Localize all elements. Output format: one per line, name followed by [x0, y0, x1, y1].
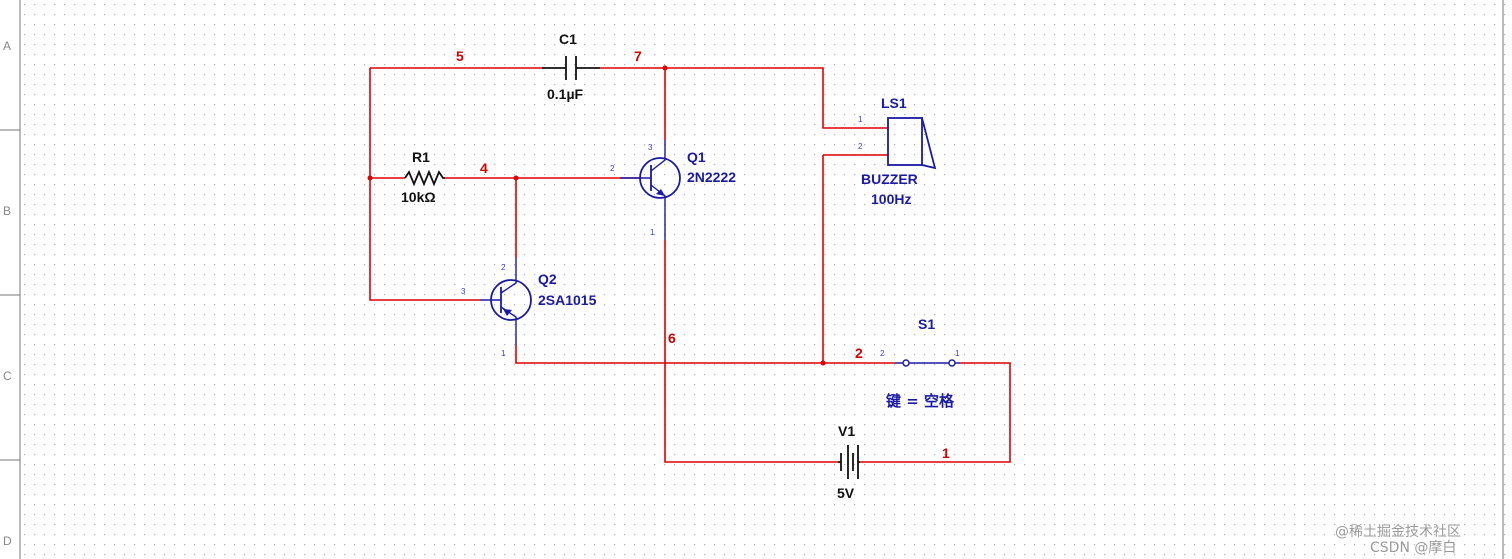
resistor-symbol [404, 169, 445, 187]
emitter-arrow [656, 189, 665, 196]
s1-ref: S1 [918, 316, 935, 332]
transistor-q2[interactable]: 3 2 1 Q2 2SA1015 [461, 258, 597, 358]
net-label-7: 7 [634, 48, 642, 64]
wires [367, 65, 1011, 463]
watermark-csdn: CSDN @摩白 [1370, 539, 1456, 556]
battery-symbol [838, 445, 860, 479]
watermark-juejin: @稀土掘金技术社区 [1335, 524, 1461, 540]
wire-net-2 [515, 154, 895, 364]
q1-ref: Q1 [687, 149, 706, 165]
transistor-q1[interactable]: 2 3 1 Q1 2N2222 [610, 140, 736, 240]
buzzer-body [887, 117, 923, 166]
capacitor-c1[interactable]: C1 0.1µF [542, 31, 600, 102]
grid-background [20, 0, 1512, 559]
row-label-b: B [3, 204, 11, 218]
row-label-d: D [3, 534, 12, 548]
wire-net-5 [369, 67, 542, 301]
q1-pin-c: 3 [648, 143, 653, 152]
junction-dot [513, 175, 519, 181]
q1-value: 2N2222 [687, 169, 736, 185]
s1-pin-2: 2 [880, 349, 885, 358]
r1-ref: R1 [412, 149, 430, 165]
q2-pin-e: 1 [501, 349, 506, 358]
emitter-arrow [503, 309, 512, 316]
buzzer-ls1[interactable]: 1 2 LS1 BUZZER 100Hz [858, 95, 937, 207]
net-label-5: 5 [456, 48, 464, 64]
c1-value: 0.1µF [547, 86, 584, 102]
q2-value: 2SA1015 [538, 292, 597, 308]
battery-v1[interactable]: V1 5V [837, 423, 860, 501]
q2-pin-c: 2 [501, 263, 506, 272]
buzzer-horn [921, 117, 937, 170]
net-label-4: 4 [480, 160, 488, 176]
wire-net-1 [860, 362, 1011, 463]
v1-ref: V1 [838, 423, 855, 439]
q2-pin-b: 3 [461, 287, 466, 296]
v1-value: 5V [837, 485, 855, 501]
resistor-r1[interactable]: R1 10kΩ [401, 149, 445, 205]
junction-dot [820, 360, 826, 366]
ls1-value: 100Hz [871, 191, 911, 207]
net-label-1: 1 [942, 445, 950, 461]
s1-pin-1: 1 [955, 349, 960, 358]
net-label-2: 2 [855, 345, 863, 361]
c1-ref: C1 [559, 31, 577, 47]
q1-pin-e: 1 [650, 228, 655, 237]
wire-net-7 [600, 67, 888, 140]
s1-key-label: 键 = 空格 [885, 392, 955, 410]
sheet-border: A B C D [0, 0, 21, 559]
ls1-pin-2: 2 [858, 142, 863, 151]
ls1-ref: LS1 [881, 95, 907, 111]
switch-s1[interactable]: 2 1 S1 键 = 空格 [880, 316, 960, 410]
r1-value: 10kΩ [401, 189, 436, 205]
junction-dot [662, 65, 668, 71]
ls1-pin-1: 1 [858, 115, 863, 124]
wire-net-6 [664, 240, 838, 463]
ls1-type: BUZZER [861, 171, 918, 187]
row-label-a: A [3, 39, 11, 53]
net-label-6: 6 [668, 330, 676, 346]
wire-net-4 [445, 177, 640, 258]
q1-pin-b: 2 [610, 164, 615, 173]
q2-ref: Q2 [538, 271, 557, 287]
row-label-c: C [3, 369, 12, 383]
capacitor-symbol [542, 56, 600, 80]
junction-dot [367, 175, 373, 181]
